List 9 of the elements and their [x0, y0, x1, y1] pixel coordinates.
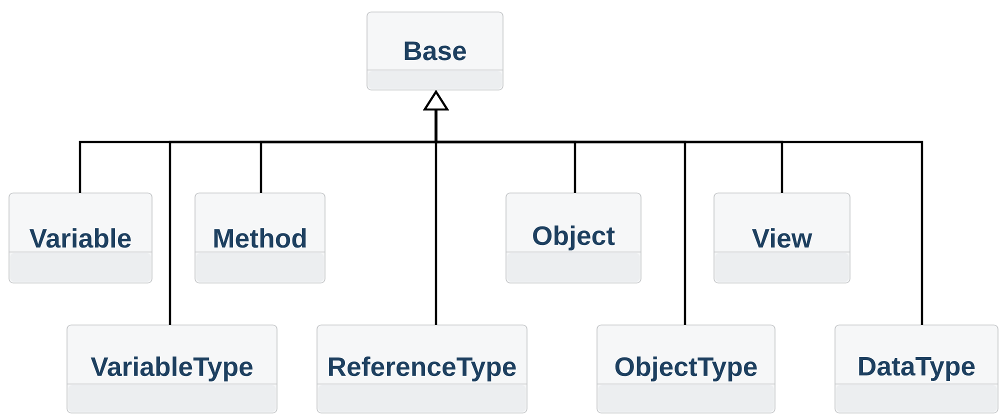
class-box: DataType [834, 324, 998, 414]
class-box: VariableType [66, 324, 278, 414]
class-box: Object [506, 192, 642, 284]
class-box: View [714, 192, 850, 284]
class-box: Variable [8, 192, 152, 284]
class-box: ObjectType [596, 324, 776, 414]
class-box: Method [194, 192, 326, 284]
class-box: ReferenceType [316, 324, 528, 414]
class-box: Base [366, 12, 504, 90]
